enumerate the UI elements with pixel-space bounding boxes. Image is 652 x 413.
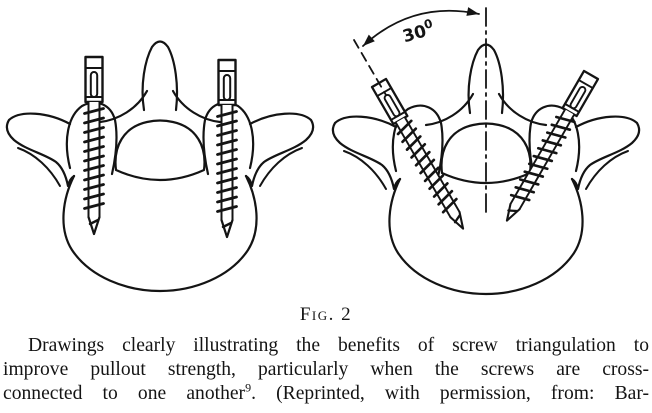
angle-label: 300 bbox=[400, 16, 437, 47]
right-panel-triangulated-screws: 300 bbox=[331, 7, 641, 296]
figure-number-label: Fig. 2 bbox=[299, 304, 353, 325]
caption-text: improve pullout strength, particularly w… bbox=[3, 359, 649, 380]
pedicle-screw-right bbox=[216, 58, 238, 239]
arrowhead-left bbox=[363, 34, 375, 46]
caption-line-2: improve pullout strength, particularly w… bbox=[3, 358, 649, 382]
arrowhead-right bbox=[466, 7, 479, 16]
caption-text: . (Reprinted, with permission, from: Bar… bbox=[251, 383, 649, 404]
pedicle-screw-right-angled bbox=[497, 69, 601, 227]
caption-text: Drawings clearly illustrating the benefi… bbox=[28, 335, 649, 356]
pedicle-screw-left bbox=[83, 55, 105, 236]
left-panel-parallel-screws bbox=[5, 40, 315, 293]
caption-line-1: Drawings clearly illustrating the benefi… bbox=[3, 334, 649, 358]
angle-arc bbox=[362, 9, 480, 47]
screw-axis-line bbox=[353, 39, 387, 96]
reference-superscript: 9 bbox=[245, 380, 252, 395]
figure-caption: Drawings clearly illustrating the benefi… bbox=[0, 334, 652, 406]
angle-annotation: 300 bbox=[353, 7, 487, 217]
vertebra-drawing bbox=[5, 40, 315, 293]
figure-panel: 300 bbox=[5, 7, 641, 296]
caption-text: connected to one another bbox=[3, 383, 246, 404]
caption-line-3: connected to one another9. (Reprinted, w… bbox=[3, 380, 649, 406]
pedicle-screw-left-angled bbox=[369, 77, 473, 235]
